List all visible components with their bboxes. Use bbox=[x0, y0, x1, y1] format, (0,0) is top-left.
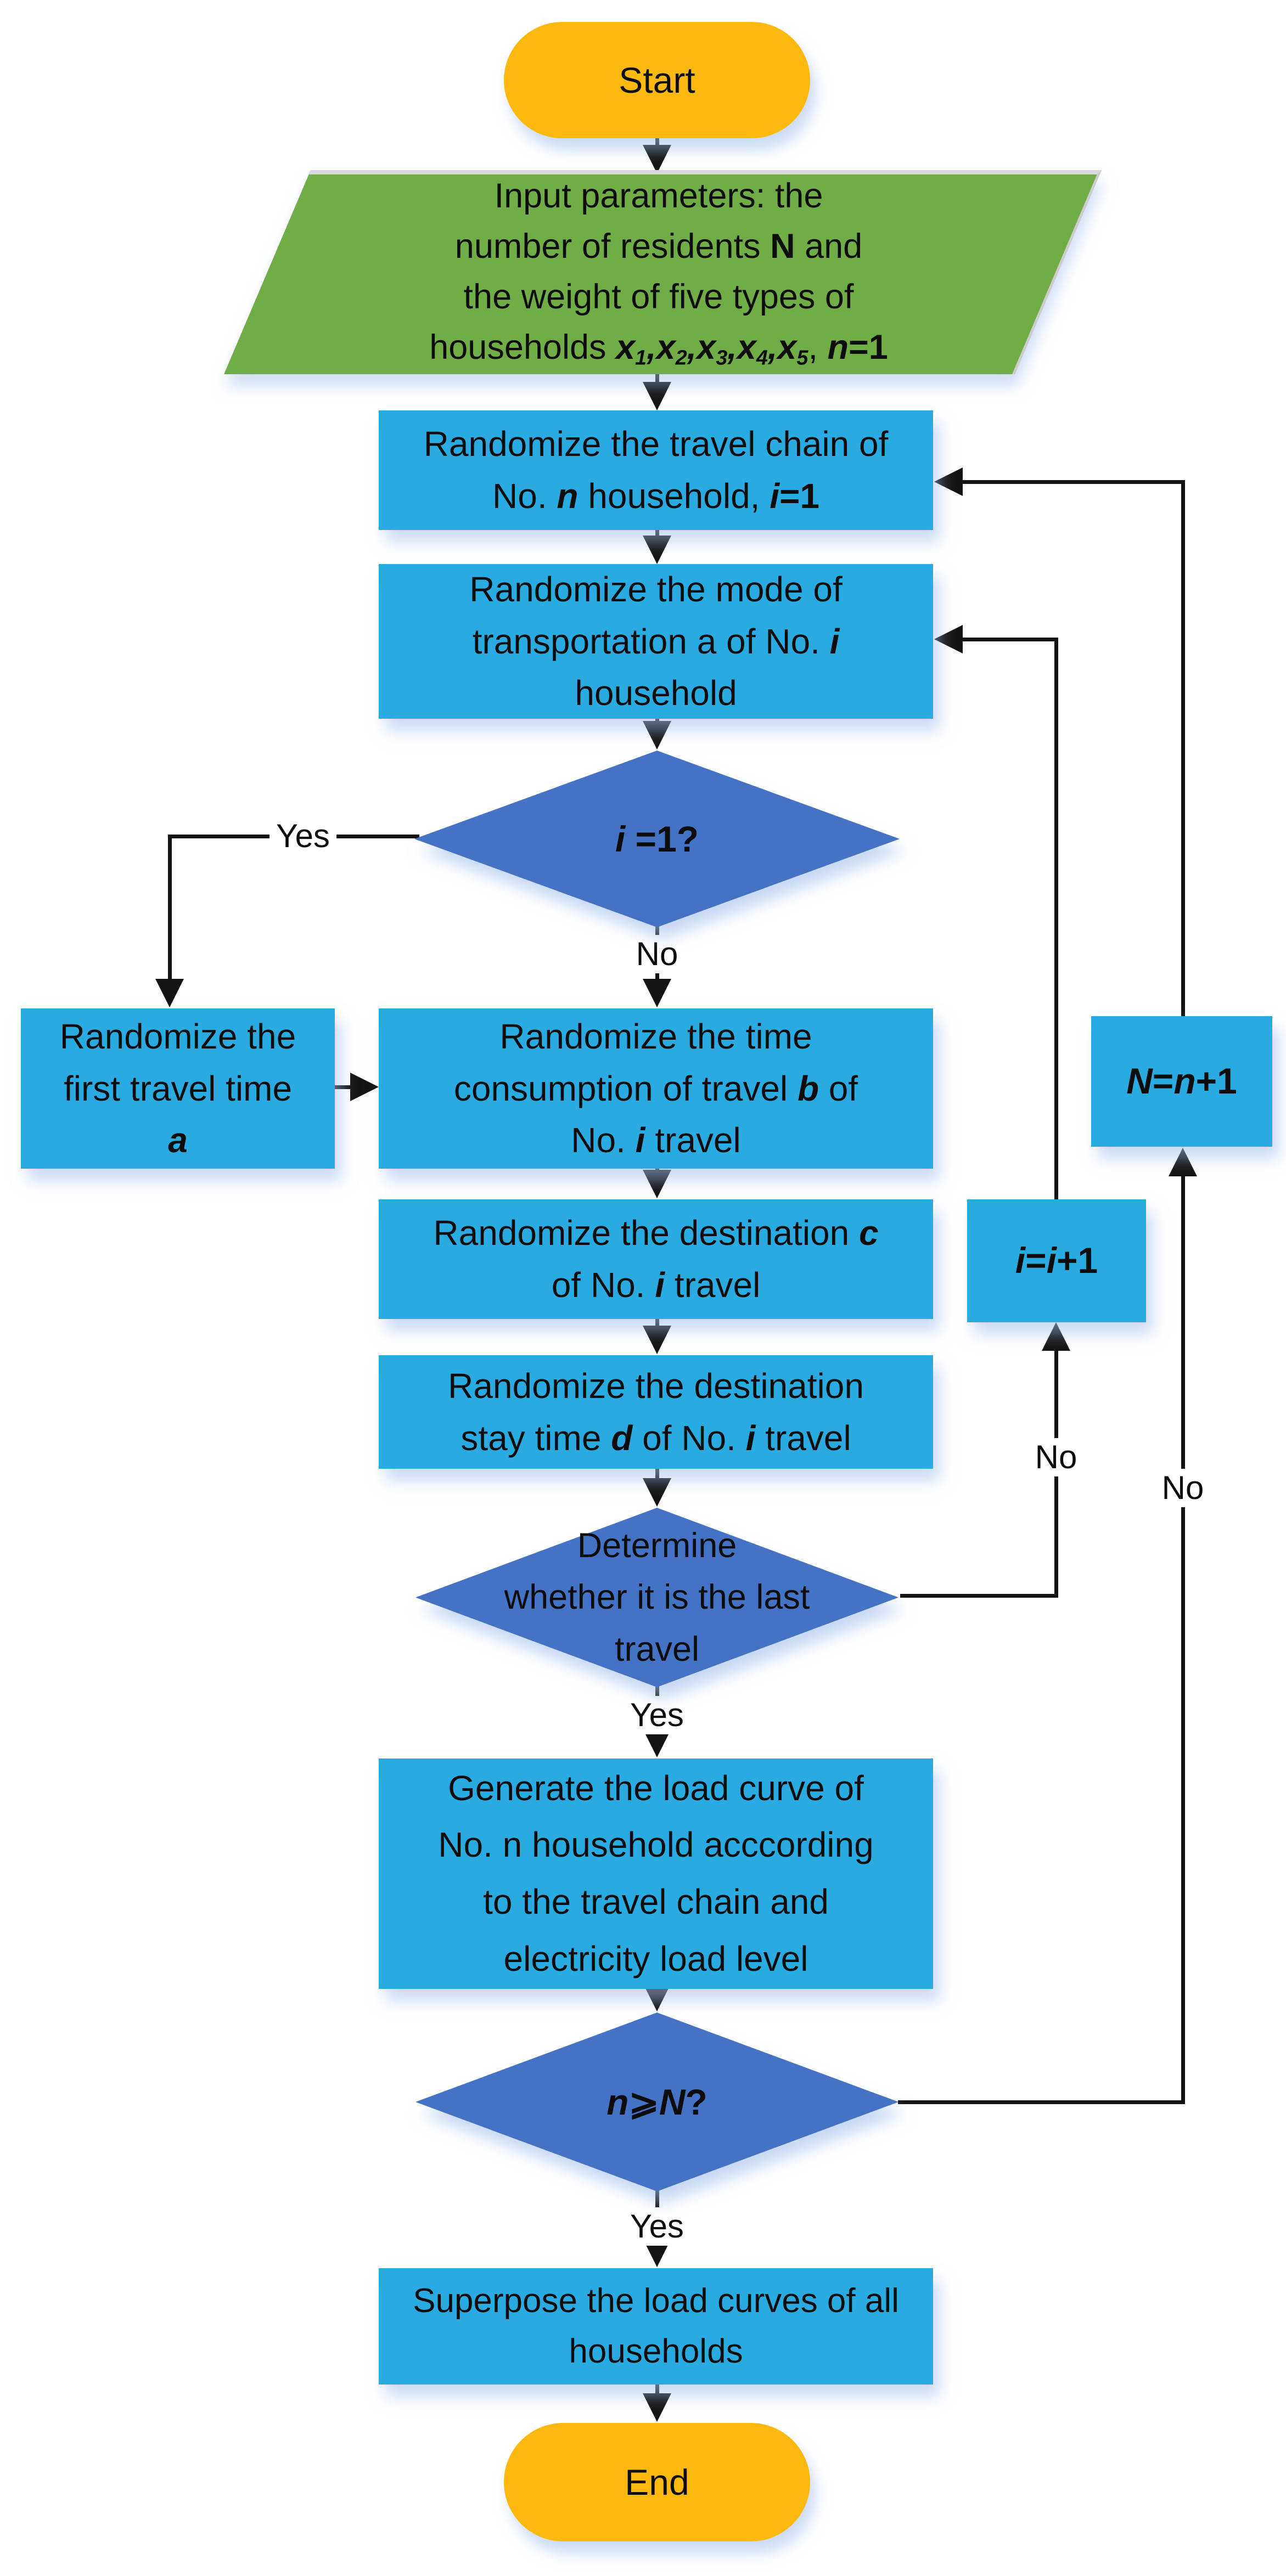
arrowhead-firsttime-consumption bbox=[350, 1073, 379, 1101]
connector-nincrement-travelchain-hline bbox=[961, 480, 1185, 484]
connector-decision2-no-hline bbox=[900, 1594, 1058, 1598]
connector-iincrement-mode-vline bbox=[1054, 638, 1058, 1200]
process-n-increment: N=n+1 bbox=[1091, 1016, 1272, 1147]
edge-label-decision2-no: No bbox=[1028, 1438, 1084, 1476]
process-i-increment: i=i+1 bbox=[967, 1199, 1146, 1322]
decision-n-geq-N-text: n⩾N? bbox=[607, 2081, 707, 2122]
connector-nincrement-travelchain-vline bbox=[1181, 480, 1185, 1018]
arrowhead-staytime-decision2 bbox=[643, 1478, 671, 1507]
connector-decision1-yes-vline bbox=[168, 835, 172, 983]
arrowhead-superpose-end bbox=[643, 2393, 671, 2422]
arrowhead-consumption-destination bbox=[643, 1170, 671, 1198]
arrowhead-decision1-yes bbox=[155, 979, 184, 1007]
arrowhead-nincrement-travelchain bbox=[934, 467, 963, 496]
connector-start-input-line bbox=[655, 137, 659, 149]
arrowhead-decision3-no-nincrement bbox=[1169, 1148, 1197, 1176]
start-terminator: Start bbox=[504, 22, 810, 138]
connector-decision3-no-hline bbox=[898, 2100, 1185, 2104]
connector-staytime-decision2-line bbox=[655, 1467, 659, 1481]
end-label: End bbox=[625, 2462, 689, 2502]
decision-n-geq-N: n⩾N? bbox=[415, 2013, 898, 2191]
edge-label-decision1-yes: Yes bbox=[269, 817, 336, 855]
arrowhead-travelchain-mode bbox=[643, 536, 671, 564]
connector-decision3-no-vline bbox=[1181, 1175, 1185, 2102]
decision-i-equals-1: i =1? bbox=[414, 751, 900, 927]
edge-label-decision1-no: No bbox=[629, 935, 685, 973]
end-terminator: End bbox=[504, 2423, 810, 2541]
start-label: Start bbox=[619, 60, 695, 100]
decision-i-equals-1-text: i =1? bbox=[615, 818, 699, 859]
arrowhead-decision2-no-iincrement bbox=[1042, 1322, 1070, 1351]
edge-label-decision2-yes: Yes bbox=[624, 1696, 690, 1734]
connector-iincrement-mode-hline bbox=[961, 638, 1058, 641]
arrowhead-mode-decision1 bbox=[643, 721, 671, 749]
arrowhead-destination-staytime bbox=[643, 1326, 671, 1354]
connector-travelchain-mode-line bbox=[655, 529, 659, 539]
arrowhead-start-input bbox=[643, 145, 671, 173]
connector-superpose-end-line bbox=[655, 2382, 659, 2398]
arrowhead-decision1-no bbox=[643, 979, 671, 1007]
arrowhead-input-travelchain bbox=[643, 382, 671, 410]
connector-destination-staytime-line bbox=[655, 1317, 659, 1329]
edge-label-decision3-no: No bbox=[1155, 1469, 1211, 1507]
connector-input-travelchain-line bbox=[655, 373, 659, 385]
connector-firsttime-consumption-line bbox=[335, 1085, 353, 1089]
edge-label-decision3-yes: Yes bbox=[624, 2207, 690, 2246]
arrowhead-iincrement-mode bbox=[934, 625, 963, 653]
